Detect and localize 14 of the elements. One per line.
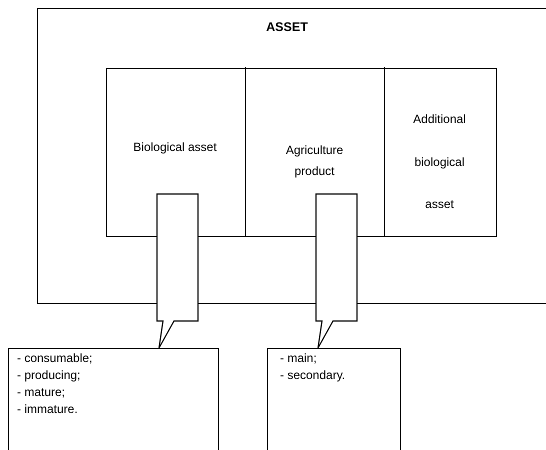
cell-label: Additional biological asset (412, 111, 467, 213)
box-title: ASSET (265, 20, 309, 34)
list-item: - secondary. (280, 367, 346, 384)
cell-label: Agriculture product (284, 142, 344, 180)
list-box (267, 348, 401, 450)
cell-label: Biological asset (132, 140, 218, 154)
callout-pointer (315, 193, 358, 349)
list-item: - immature. (17, 401, 79, 418)
list-item: - main; (280, 350, 318, 367)
list-box (8, 348, 219, 450)
list-item: - producing; (17, 367, 82, 384)
callout-pointer (156, 193, 199, 349)
list-item: - consumable; (17, 350, 94, 367)
list-item: - mature; (17, 384, 66, 401)
